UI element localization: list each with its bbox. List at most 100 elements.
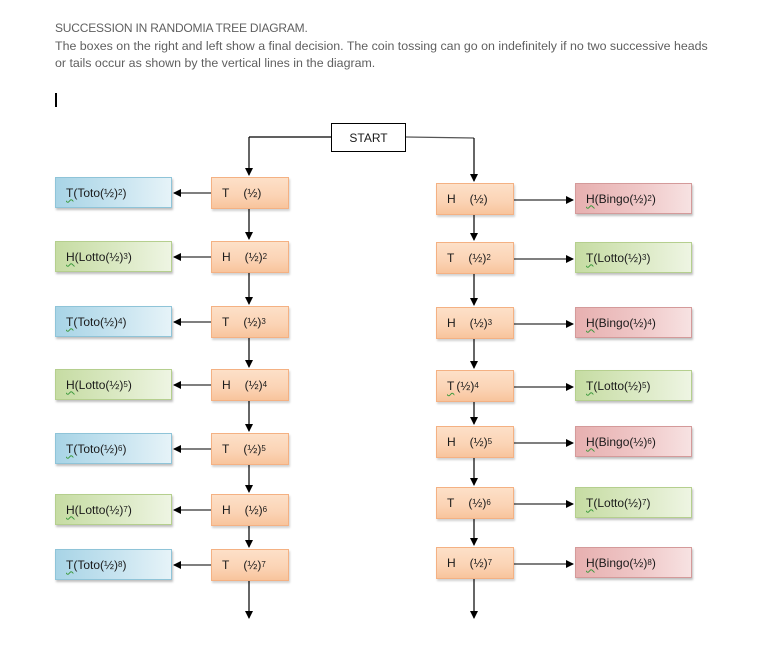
node-probability: (½): [468, 496, 487, 510]
node-side: T: [222, 315, 230, 329]
outcome-box-bingo: H (Bingo (½)6): [575, 426, 692, 457]
coin-toss-node: H(½)7: [436, 547, 514, 579]
outcome-letter: T: [586, 495, 594, 510]
node-side: T: [222, 558, 230, 572]
node-probability: (½): [469, 435, 488, 449]
coin-toss-node: T(½)2: [436, 242, 514, 274]
outcome-box-bingo: H (Bingo (½)4): [575, 307, 692, 338]
outcome-letter: T: [66, 557, 74, 572]
outcome-letter: H: [66, 377, 75, 392]
outcome-text-close: ): [122, 185, 127, 200]
outcome-text-open: (: [73, 557, 78, 572]
node-probability: (½): [469, 556, 488, 570]
node-probability: (½): [243, 558, 262, 572]
outcome-text-close: ): [127, 502, 132, 517]
outcome-probability: (½): [629, 434, 648, 449]
outcome-text-open: (: [594, 555, 599, 570]
outcome-letter: H: [586, 555, 595, 570]
outcome-letter: T: [66, 441, 74, 456]
outcome-text-open: (: [593, 250, 598, 265]
description: The boxes on the right and left show a f…: [55, 38, 708, 71]
coin-toss-node: H(½)2: [211, 241, 289, 273]
outcome-text-close: ): [122, 314, 127, 329]
node-probability: (½): [468, 251, 487, 265]
outcome-text-close: ): [646, 250, 651, 265]
coin-toss-node: H (½): [436, 183, 514, 215]
outcome-probability: (½): [624, 495, 643, 510]
coin-toss-node: T(½)3: [211, 306, 289, 338]
outcome-probability: (½): [624, 250, 643, 265]
outcome-letter: H: [66, 249, 75, 264]
coin-toss-node: H(½)3: [436, 307, 514, 339]
node-side: H: [447, 435, 456, 449]
outcome-probability: (½): [100, 441, 119, 456]
outcome-name: Lotto: [597, 378, 625, 393]
outcome-text-open: (: [73, 441, 78, 456]
outcome-text-open: (: [74, 502, 79, 517]
node-side: T: [447, 496, 455, 510]
outcome-box-bingo: H (Bingo (½)2): [575, 183, 692, 214]
node-side: H: [222, 378, 231, 392]
outcome-probability: (½): [629, 315, 648, 330]
outcome-text-open: (: [74, 377, 79, 392]
outcome-text-open: (: [74, 249, 79, 264]
node-probability: (½): [243, 186, 262, 200]
coin-toss-node: H(½)5: [436, 426, 514, 458]
outcome-probability: (½): [100, 557, 119, 572]
outcome-name: Toto: [77, 557, 101, 572]
outcome-name: Bingo: [598, 315, 630, 330]
outcome-text-close: ): [122, 557, 127, 572]
node-side: H: [222, 503, 231, 517]
outcome-probability: (½): [105, 249, 124, 264]
outcome-probability: (½): [105, 377, 124, 392]
coin-toss-node: H(½)4: [211, 369, 289, 401]
outcome-probability: (½): [100, 185, 119, 200]
outcome-box-toto: T (Toto (½)4): [55, 306, 172, 337]
node-side: H: [222, 250, 231, 264]
outcome-box-lotto: H (Lotto (½)5): [55, 369, 172, 400]
node-side: H: [447, 316, 456, 330]
outcome-name: Bingo: [598, 434, 630, 449]
node-side: H: [447, 192, 456, 206]
node-probability: (½): [244, 378, 263, 392]
outcome-text-close: ): [646, 495, 651, 510]
outcome-probability: (½): [629, 555, 648, 570]
outcome-letter: H: [586, 191, 595, 206]
outcome-box-lotto: T (Lotto (½)7): [575, 487, 692, 518]
intro-text: SUCCESSION IN RANDOMIA TREE DIAGRAM. The…: [55, 20, 715, 73]
page-title: SUCCESSION IN RANDOMIA TREE DIAGRAM.: [55, 21, 308, 35]
coin-toss-node: T(½)5: [211, 433, 289, 465]
node-probability: (½): [243, 315, 262, 329]
outcome-box-toto: T (Toto (½)8): [55, 549, 172, 580]
start-right-line: [405, 136, 475, 139]
node-side: H: [447, 556, 456, 570]
outcome-box-bingo: H (Bingo (½)8): [575, 547, 692, 578]
outcome-box-lotto: T (Lotto (½)5): [575, 370, 692, 401]
outcome-probability: (½): [629, 191, 648, 206]
coin-toss-node: T(½)6: [436, 487, 514, 519]
node-probability: (½): [243, 442, 262, 456]
outcome-name: Toto: [77, 185, 101, 200]
outcome-name: Bingo: [598, 191, 630, 206]
outcome-name: Lotto: [78, 249, 106, 264]
outcome-probability: (½): [624, 378, 643, 393]
outcome-box-lotto: H (Lotto (½)3): [55, 241, 172, 272]
node-probability: (½): [244, 250, 263, 264]
node-side: T: [447, 251, 455, 265]
node-probability: (½): [469, 192, 488, 206]
outcome-text-open: (: [594, 434, 599, 449]
outcome-letter: H: [66, 502, 75, 517]
outcome-text-close: ): [127, 377, 132, 392]
outcome-name: Toto: [77, 314, 101, 329]
outcome-text-open: (: [594, 191, 599, 206]
outcome-text-close: ): [646, 378, 651, 393]
outcome-text-open: (: [73, 185, 78, 200]
start-box: START: [331, 123, 406, 152]
outcome-box-toto: T (Toto (½)2): [55, 177, 172, 208]
outcome-box-lotto: T (Lotto (½)3): [575, 242, 692, 273]
outcome-text-close: ): [651, 191, 656, 206]
outcome-text-close: ): [127, 249, 132, 264]
outcome-probability: (½): [105, 502, 124, 517]
outcome-letter: T: [586, 250, 594, 265]
outcome-name: Toto: [77, 441, 101, 456]
